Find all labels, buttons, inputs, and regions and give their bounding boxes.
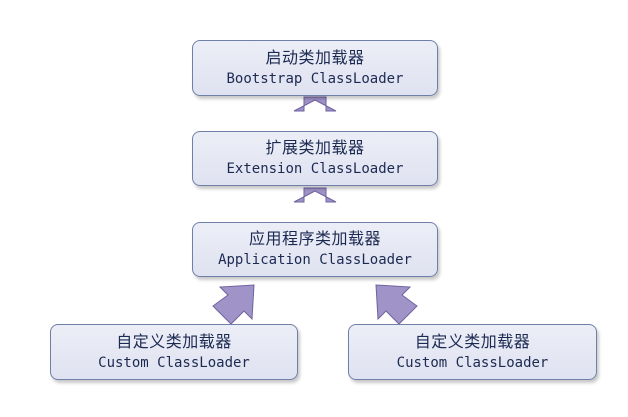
node-title-zh: 启动类加载器 — [265, 47, 365, 67]
node-title-en: Bootstrap ClassLoader — [226, 70, 404, 87]
node-title-zh: 自定义类加载器 — [414, 331, 531, 351]
node-title-zh: 自定义类加载器 — [116, 331, 232, 351]
arrow-application-to-extension — [293, 187, 337, 203]
node-title-en: Extension ClassLoader — [226, 161, 404, 177]
node-title-en: Custom ClassLoader — [98, 354, 250, 371]
node-title-en: Custom ClassLoader — [396, 354, 549, 371]
node-custom-classloader-1: 自定义类加载器 Custom ClassLoader — [50, 324, 298, 380]
node-title-zh: 扩展类加载器 — [265, 138, 365, 157]
node-title-zh: 应用程序类加载器 — [248, 229, 381, 248]
arrow-custom-1-to-application — [212, 284, 255, 325]
node-bootstrap-classloader: 启动类加载器 Bootstrap ClassLoader — [192, 40, 438, 96]
node-title-en: Application ClassLoader — [218, 252, 412, 268]
arrow-custom-2-to-application — [375, 284, 418, 325]
node-custom-classloader-2: 自定义类加载器 Custom ClassLoader — [348, 324, 597, 380]
arrow-extension-to-bootstrap — [293, 96, 337, 112]
node-extension-classloader: 扩展类加载器 Extension ClassLoader — [192, 131, 438, 186]
node-application-classloader: 应用程序类加载器 Application ClassLoader — [192, 222, 438, 277]
